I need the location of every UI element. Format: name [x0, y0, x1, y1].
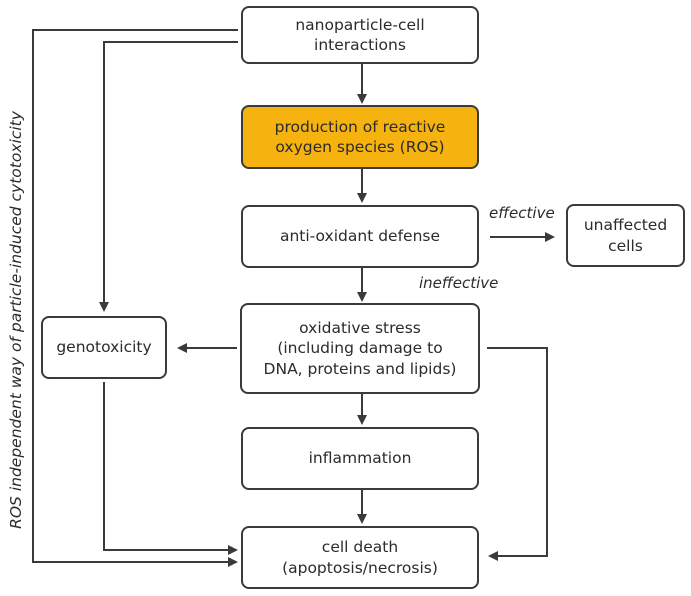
- node-cell-death: cell death (apoptosis/necrosis): [241, 526, 479, 589]
- node-antioxidant-defense: anti-oxidant defense: [241, 205, 479, 268]
- node-ros-production: production of reactive oxygen species (R…: [241, 105, 479, 169]
- arrow-oxidative-to-death: [487, 347, 548, 561]
- node-unaffected-cells: unaffected cells: [566, 204, 685, 267]
- node-nanoparticle-cell-interactions: nanoparticle-cell interactions: [241, 6, 479, 64]
- label-ros-independent-way: ROS independent way of particle-induced …: [7, 111, 25, 529]
- node-genotoxicity: genotoxicity: [41, 316, 167, 379]
- arrow-interactions-to-death-independent: [32, 29, 238, 567]
- arrow-interactions-to-genotoxicity: [99, 41, 238, 312]
- label-ineffective: ineffective: [419, 274, 499, 292]
- arrow-genotoxicity-to-death: [103, 382, 238, 555]
- node-oxidative-stress: oxidative stress (including damage to DN…: [240, 303, 480, 394]
- node-inflammation: inflammation: [241, 427, 479, 490]
- label-effective: effective: [489, 204, 555, 222]
